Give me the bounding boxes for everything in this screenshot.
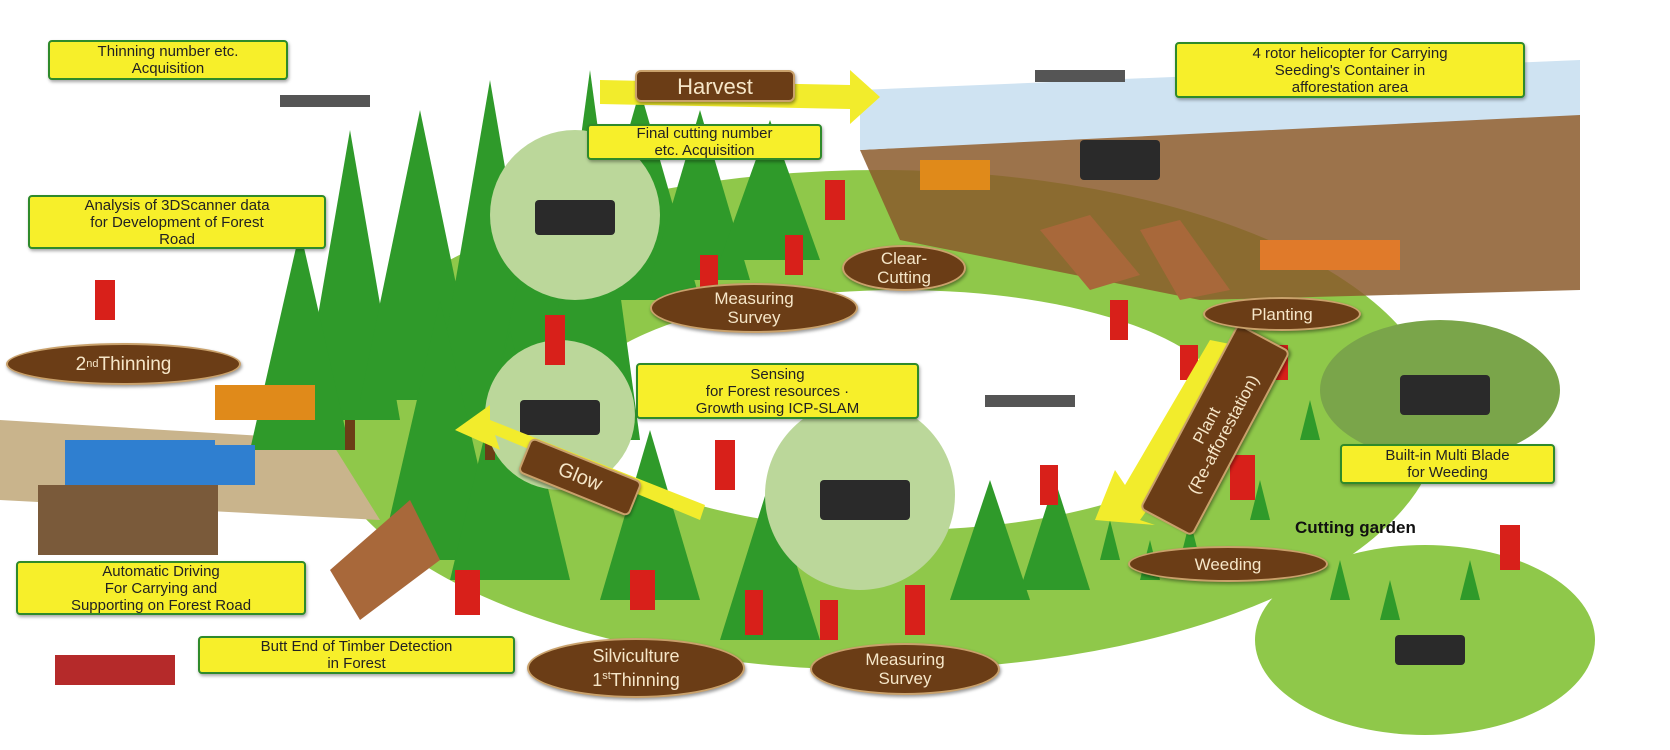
drones	[280, 70, 1125, 407]
stage-planting: Planting	[1203, 297, 1361, 331]
info-thinning-acquisition: Thinning number etc. Acquisition	[48, 40, 288, 80]
info-automatic-driving: Automatic Driving For Carrying and Suppo…	[16, 561, 306, 615]
cutting-garden-label: Cutting garden	[1295, 518, 1416, 537]
first-thinning-word: Thinning	[610, 670, 680, 690]
second-thinning-number: 2	[75, 353, 87, 375]
info-sensing-icp-slam: Sensing for Forest resources · Growth us…	[636, 363, 919, 419]
info-final-cutting-acquisition: Final cutting number etc. Acquisition	[587, 124, 822, 160]
stage-weeding: Weeding	[1128, 546, 1328, 582]
vehicles	[55, 160, 1400, 685]
second-thinning-word: Thinning	[98, 353, 172, 375]
forest-photo-inset	[38, 485, 218, 555]
info-multi-blade-weeding: Built-in Multi Blade for Weeding	[1340, 444, 1555, 484]
stage-silviculture-first-thinning: Silviculture 1stThinning	[527, 638, 745, 698]
stage-measuring-survey-bottom: Measuring Survey	[810, 643, 1000, 695]
stage-measuring-survey-top: Measuring Survey	[650, 283, 858, 333]
stage-clear-cutting: Clear- Cutting	[842, 245, 966, 291]
info-butt-end-detection: Butt End of Timber Detection in Forest	[198, 636, 515, 674]
first-thinning-number: 1	[592, 670, 603, 690]
second-thinning-ordinal: nd	[86, 357, 99, 370]
info-helicopter-container: 4 rotor helicopter for Carrying Seeding'…	[1175, 42, 1525, 98]
scanner-worker-inset	[70, 255, 180, 335]
info-scanner-forest-road: Analysis of 3DScanner data for Developme…	[28, 195, 326, 249]
timber-piles	[330, 215, 1230, 620]
silviculture-text: Silviculture	[592, 646, 680, 666]
robot-vehicles	[520, 140, 1490, 665]
harvest-label: Harvest	[635, 70, 795, 102]
first-thinning-ordinal: st	[602, 670, 611, 682]
first-thinning-text: 1stThinning	[592, 666, 680, 690]
